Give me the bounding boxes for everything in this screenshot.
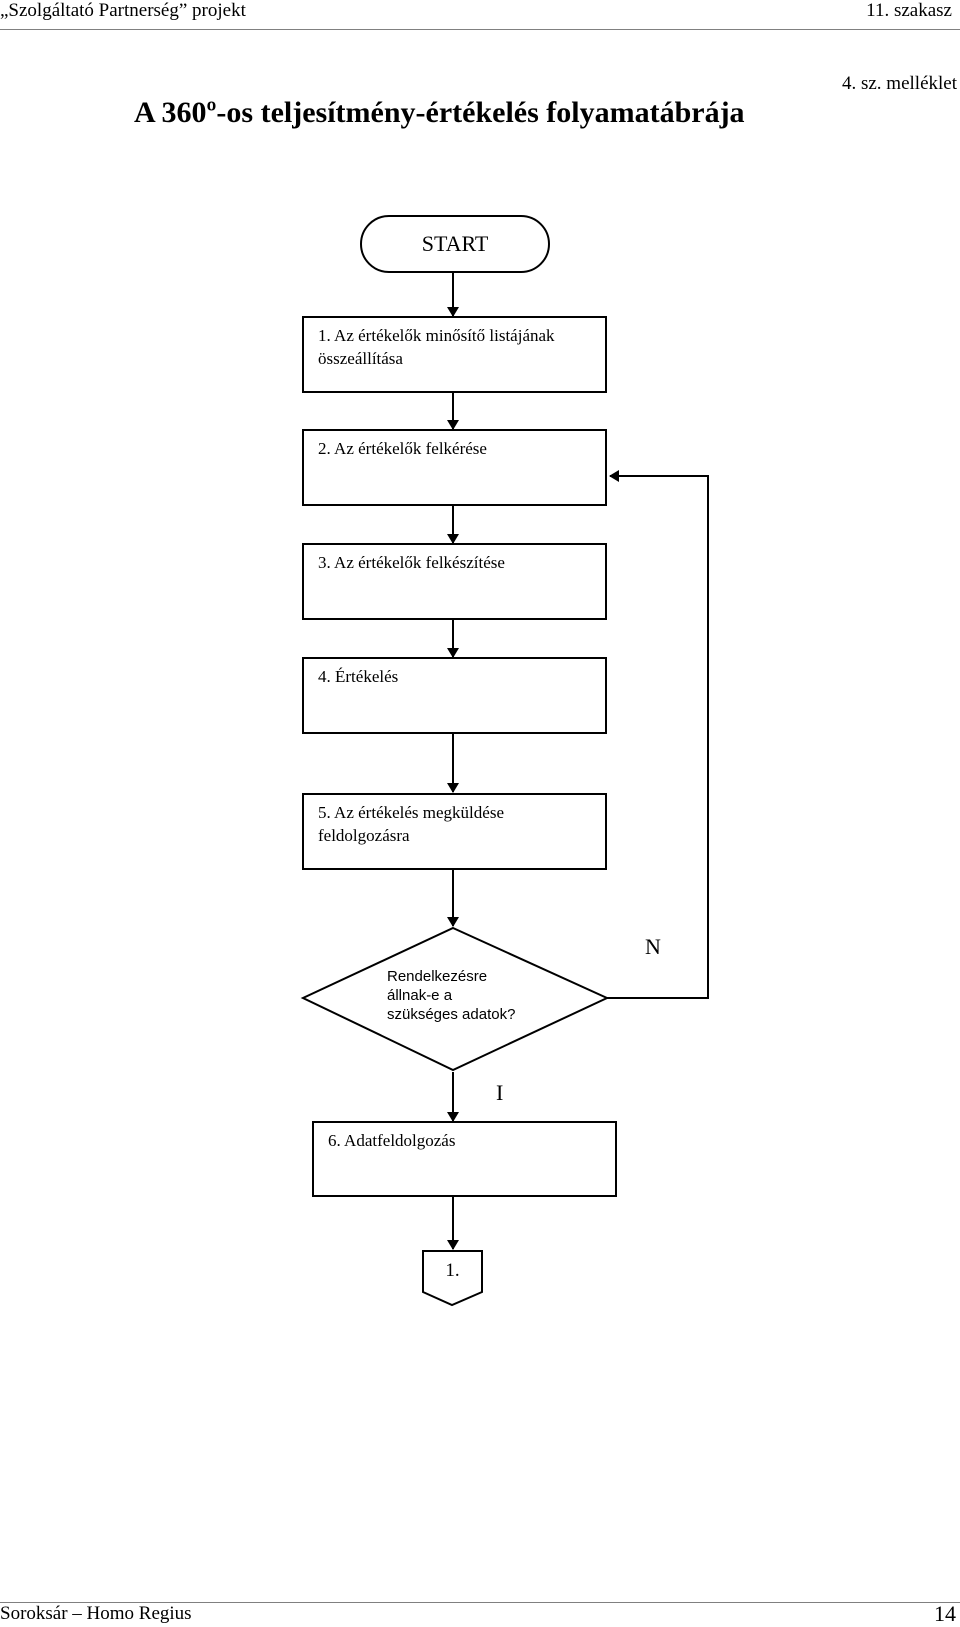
step1-line1: 1. Az értékelők minősítő listájának [318, 326, 555, 345]
annex-label: 4. sz. melléklet [841, 73, 957, 94]
loop-back-arrow [607, 470, 709, 999]
decision-line2: állnak-e a [387, 987, 453, 1004]
decision-line1: Rendelkezésre [387, 968, 488, 985]
offpage-connector [422, 1250, 483, 1307]
step2-box: 2. Az értékelők felkérése [302, 429, 607, 506]
step5-line1: 5. Az értékelés megküldése [318, 803, 504, 822]
step5-box: 5. Az értékelés megküldése feldolgozásra [302, 793, 607, 870]
connector-label: 1. [445, 1260, 460, 1281]
footer-page-number: 14 [934, 1601, 956, 1626]
start-terminator: START [360, 215, 550, 273]
start-label: START [421, 231, 489, 256]
decision-diamond [300, 926, 610, 1072]
footer-rule [0, 1602, 960, 1603]
header-section: 11. szakasz [866, 0, 952, 21]
decision-line3: szükséges adatok? [387, 1006, 516, 1023]
header-project: „Szolgáltató Partnerség” projekt [0, 0, 246, 21]
step6-box: 6. Adatfeldolgozás [312, 1121, 617, 1197]
step2-label: 2. Az értékelők felkérése [318, 439, 487, 458]
step6-label: 6. Adatfeldolgozás [328, 1131, 456, 1150]
step4-box: 4. Értékelés [302, 657, 607, 734]
decision-text: Rendelkezésre állnak-e a szükséges adato… [387, 967, 515, 1024]
step3-label: 3. Az értékelők felkészítése [318, 553, 505, 572]
footer-author: Soroksár – Homo Regius [0, 1603, 192, 1624]
yes-branch-label: I [496, 1080, 504, 1105]
header-rule [0, 29, 960, 30]
page-title: A 360º-os teljesítmény-értékelés folyama… [134, 96, 745, 129]
no-branch-label: N [645, 934, 661, 959]
step3-box: 3. Az értékelők felkészítése [302, 543, 607, 620]
step1-box: 1. Az értékelők minősítő listájának össz… [302, 316, 607, 393]
step1-line2: összeállítása [318, 349, 403, 368]
step5-line2: feldolgozásra [318, 826, 410, 845]
step4-label: 4. Értékelés [318, 667, 399, 686]
